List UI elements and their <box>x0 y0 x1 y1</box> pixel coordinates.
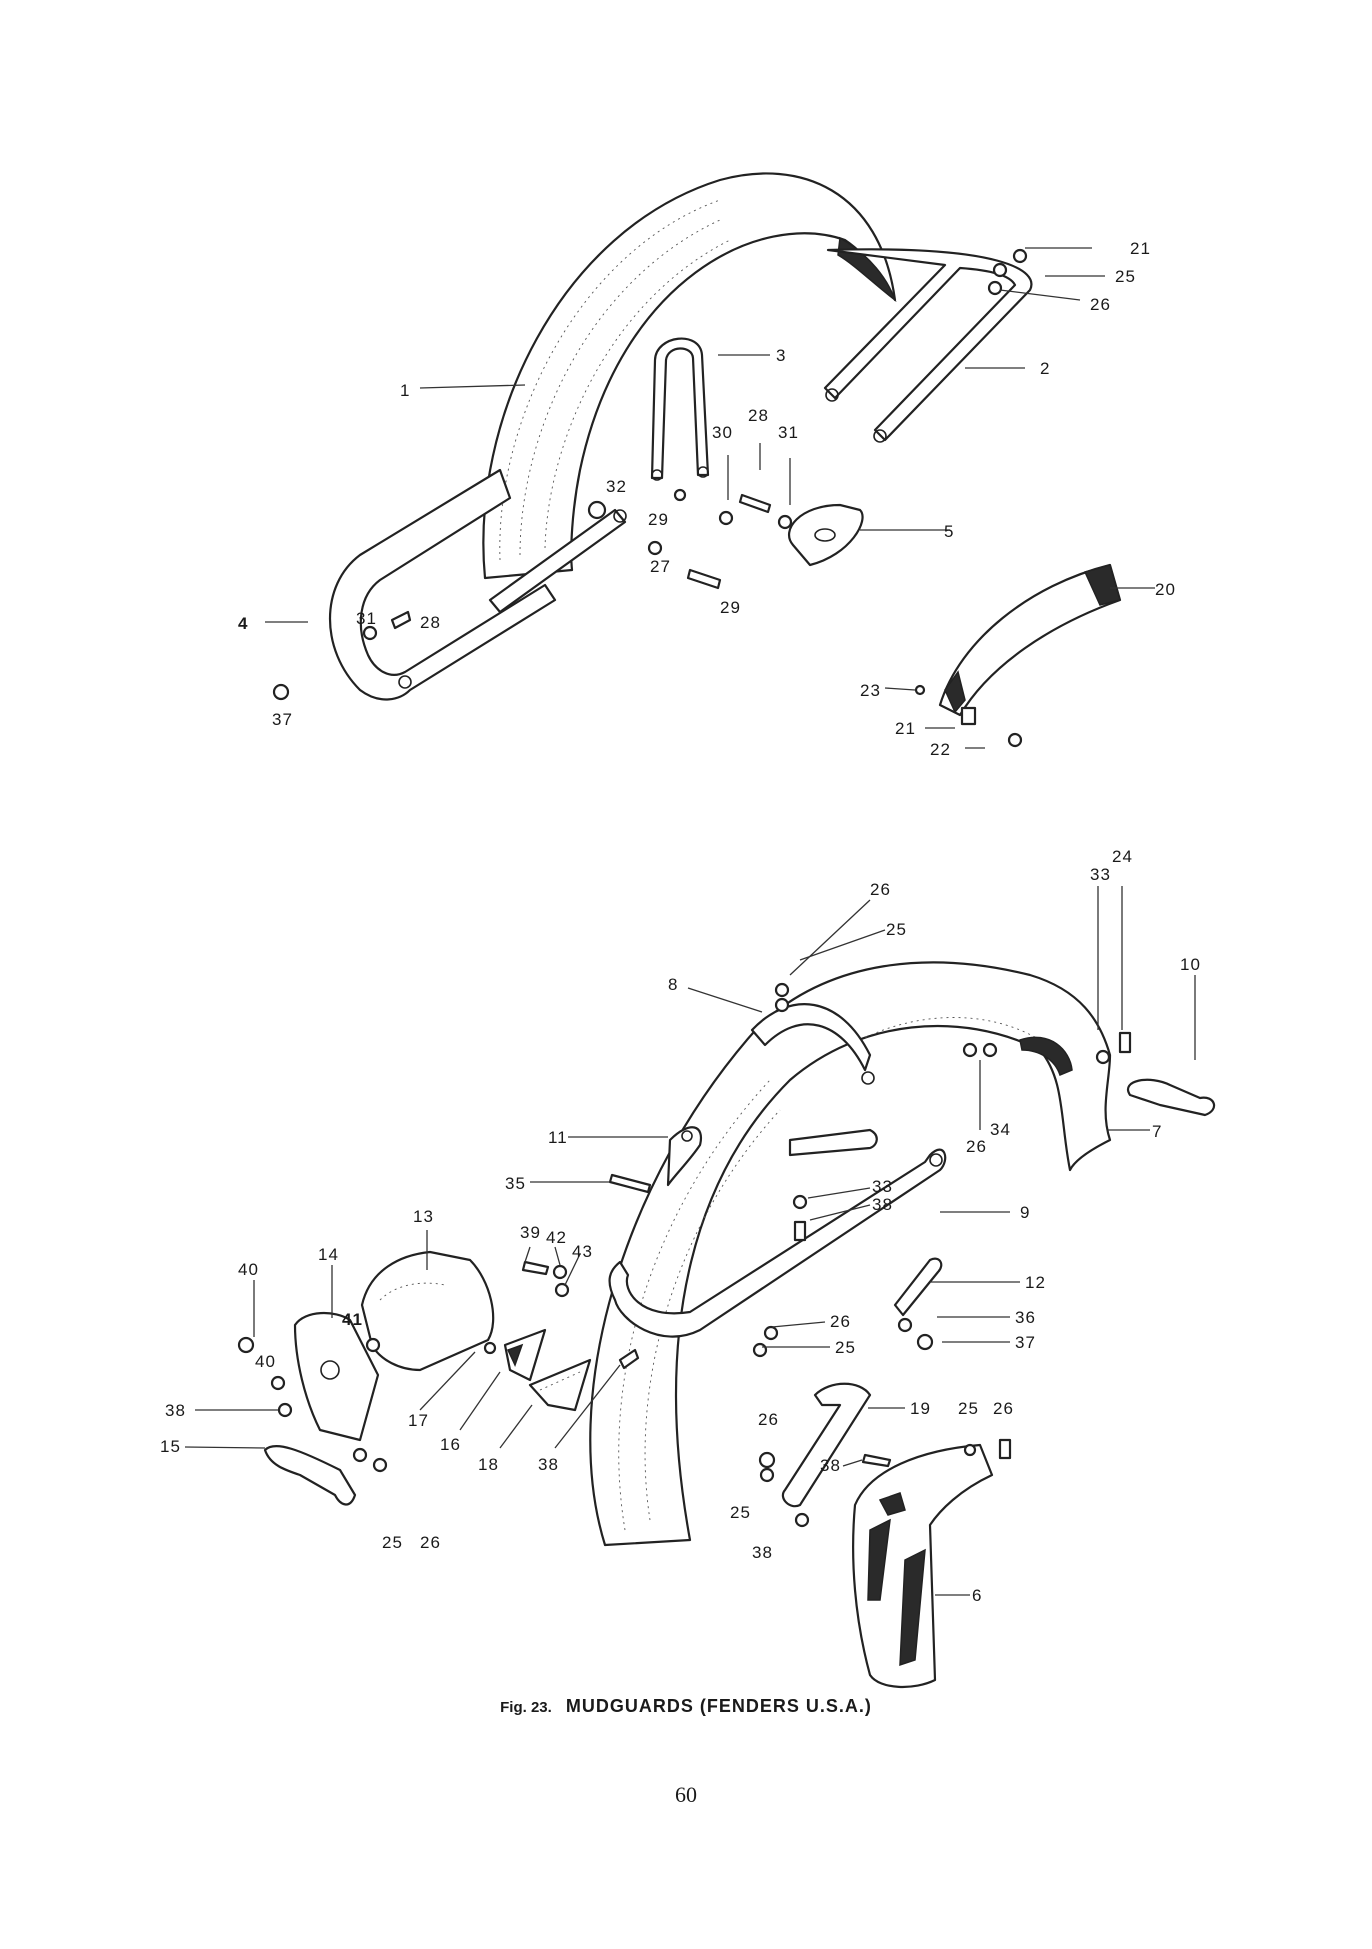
callout: 25 <box>958 1399 979 1418</box>
callout: 28 <box>420 613 441 632</box>
number-plate-stay <box>263 1445 357 1506</box>
callout: 26 <box>1090 295 1111 314</box>
callout: 31 <box>778 423 799 442</box>
rear-lifting-handle-bracket <box>666 1126 703 1187</box>
callout: 26 <box>758 1410 779 1429</box>
callout: 5 <box>944 522 954 541</box>
callout: 25 <box>730 1503 751 1522</box>
callout: 29 <box>648 510 669 529</box>
callout: 25 <box>886 920 907 939</box>
callout: 11 <box>548 1128 568 1147</box>
front-stay-arm <box>488 508 627 614</box>
callout: 36 <box>1015 1308 1036 1327</box>
front-bridge-bracket <box>650 337 710 480</box>
callout: 37 <box>272 710 293 729</box>
callout: 21 <box>1130 239 1151 258</box>
callout: 42 <box>546 1228 567 1247</box>
callout: 38 <box>820 1456 841 1475</box>
callout: 38 <box>752 1543 773 1562</box>
callout: 24 <box>1112 847 1133 866</box>
front-stay-loop <box>328 468 557 701</box>
callout: 9 <box>1020 1203 1030 1222</box>
callout: 19 <box>910 1399 931 1418</box>
callout: 31 <box>356 609 377 628</box>
callout: 18 <box>478 1455 499 1474</box>
callout: 26 <box>966 1137 987 1156</box>
callout: 39 <box>520 1223 541 1242</box>
rear-clip <box>1126 1078 1216 1117</box>
front-leaders <box>265 247 1155 749</box>
page-number: 60 <box>675 1782 697 1807</box>
callout: 13 <box>413 1207 434 1226</box>
reflector <box>503 1328 547 1382</box>
figure-caption: Fig. 23. MUDGUARDS (FENDERS U.S.A.) <box>0 1696 1372 1717</box>
callout: 22 <box>930 740 951 759</box>
callout: 28 <box>748 406 769 425</box>
rear-fender <box>589 961 1112 1547</box>
callout: 25 <box>835 1338 856 1357</box>
callout: 38 <box>165 1401 186 1420</box>
front-fasteners <box>272 248 1028 748</box>
callout: 3 <box>776 346 786 365</box>
callout: 30 <box>712 423 733 442</box>
rear-upper-stay <box>788 1128 878 1157</box>
callout: 17 <box>408 1411 429 1430</box>
front-stay <box>823 248 1033 442</box>
rear-fasteners <box>237 982 1132 1528</box>
callout: 20 <box>1155 580 1176 599</box>
callout: 26 <box>870 880 891 899</box>
callout: 8 <box>668 975 678 994</box>
rear-mudguard-assembly: 26 25 33 24 10 8 7 34 26 11 35 33 38 9 1… <box>160 847 1216 1689</box>
callout: 37 <box>1015 1333 1036 1352</box>
rear-link-plate <box>893 1257 943 1317</box>
callout: 33 <box>1090 865 1111 884</box>
callout: 25 <box>1115 267 1136 286</box>
callout: 34 <box>990 1120 1011 1139</box>
callout: 40 <box>238 1260 259 1279</box>
front-mounting-plate <box>787 503 864 567</box>
callout: 26 <box>993 1399 1014 1418</box>
reflector <box>528 1358 592 1412</box>
callout: 41 <box>342 1310 363 1329</box>
rear-stay-loop <box>608 1148 947 1338</box>
callout: 38 <box>538 1455 559 1474</box>
callout: 1 <box>400 381 410 400</box>
callout: 23 <box>860 681 881 700</box>
callout: 15 <box>160 1437 181 1456</box>
callout: 7 <box>1152 1122 1162 1141</box>
callout: 21 <box>895 719 916 738</box>
callout: 25 <box>382 1533 403 1552</box>
callout: 14 <box>318 1245 339 1264</box>
rear-bridge-strap <box>750 1003 872 1072</box>
callout: 4 <box>238 614 248 633</box>
callout: 6 <box>972 1586 982 1605</box>
callout: 33 <box>872 1177 893 1196</box>
front-mudguard-assembly: 1 2 3 4 5 20 21 25 26 28 30 31 32 29 27 … <box>238 172 1176 759</box>
rear-leaders <box>184 886 1196 1596</box>
callout: 12 <box>1025 1273 1046 1292</box>
callout: 10 <box>1180 955 1201 974</box>
callout: 27 <box>650 557 671 576</box>
callout: 2 <box>1040 359 1050 378</box>
tail-lamp-housing <box>360 1250 495 1372</box>
callout: 40 <box>255 1352 276 1371</box>
callout: 32 <box>606 477 627 496</box>
figure-title: MUDGUARDS (FENDERS U.S.A.) <box>565 1696 872 1716</box>
callout: 26 <box>830 1312 851 1331</box>
callout: 26 <box>420 1533 441 1552</box>
callout: 38 <box>872 1195 893 1214</box>
callout: 43 <box>572 1242 593 1261</box>
callout: 29 <box>720 598 741 617</box>
callout: 35 <box>505 1174 526 1193</box>
figure-number: Fig. 23. <box>500 1699 552 1716</box>
callout: 16 <box>440 1435 461 1454</box>
rear-bracket <box>781 1382 872 1508</box>
